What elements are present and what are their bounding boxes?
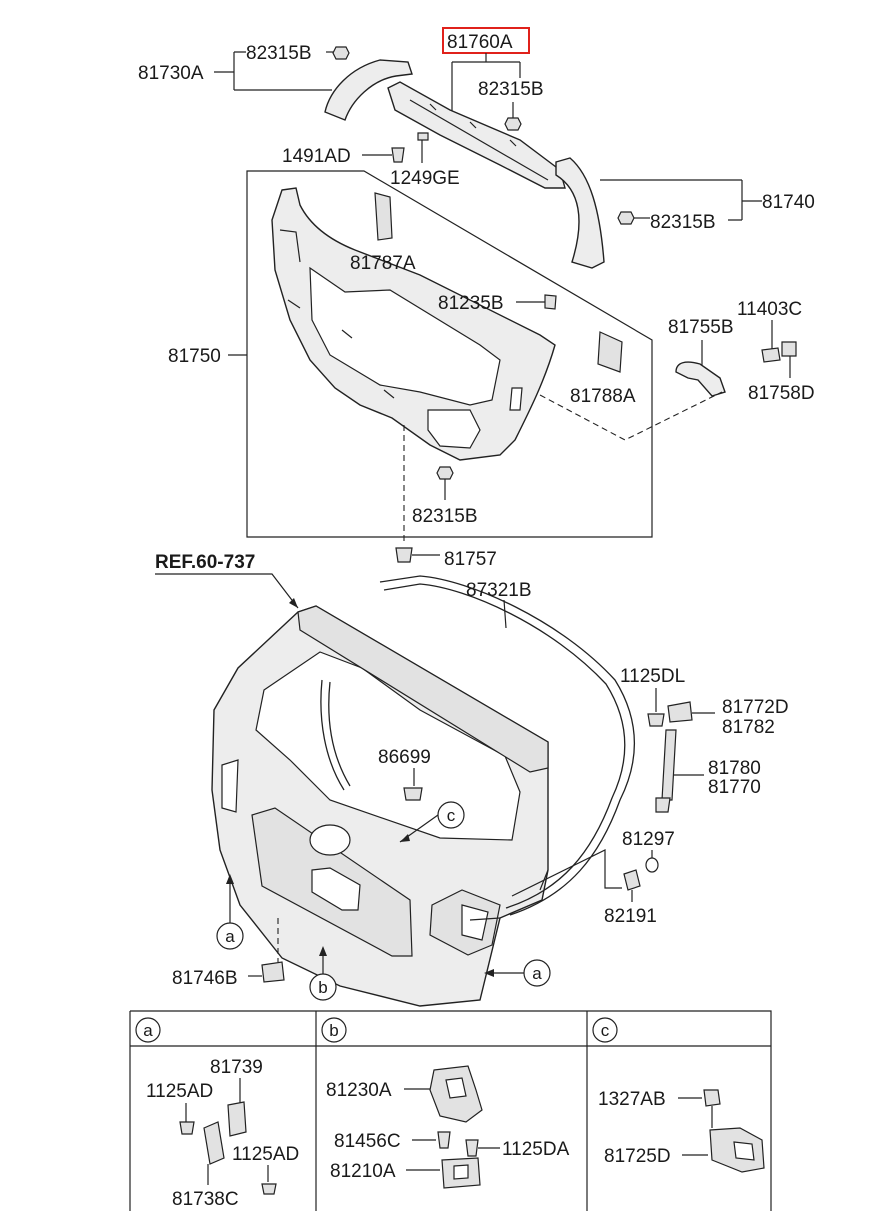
- bolt-81456C: [437, 1131, 451, 1149]
- tailgate-window-opening: [255, 651, 521, 841]
- detail-b-label-1125DA[interactable]: 1125DA: [502, 1139, 570, 1160]
- table-header-a-circle: [135, 1017, 161, 1043]
- part-label-81297[interactable]: 81297: [622, 829, 675, 850]
- part-label-81760A[interactable]: 81760A: [447, 32, 513, 53]
- table-header-c: c: [601, 1021, 610, 1040]
- table-header-a: a: [143, 1021, 153, 1040]
- nut-82315B-1: [332, 46, 350, 60]
- part-label-82315B-lower[interactable]: 82315B: [412, 506, 478, 527]
- part-label-11403C[interactable]: 11403C: [737, 299, 802, 320]
- nut-1327AB: [703, 1089, 721, 1107]
- trim-window-opening: [309, 266, 501, 406]
- detail-c-label-81725D[interactable]: 81725D: [604, 1146, 671, 1167]
- callout-a-label-right: a: [532, 964, 542, 983]
- detail-b-label-81210A[interactable]: 81210A: [330, 1161, 396, 1182]
- badge-recess: [309, 824, 351, 856]
- part-label-81788A[interactable]: 81788A: [570, 386, 636, 407]
- table-header-c-circle: [592, 1017, 618, 1043]
- part-label-81746B[interactable]: 81746B: [172, 968, 238, 989]
- bracket-81787A: [374, 192, 393, 241]
- reference-label[interactable]: REF.60-737: [155, 552, 255, 573]
- screw-11403C: [761, 347, 781, 363]
- detail-a-label-1125AD-1[interactable]: 1125AD: [146, 1081, 213, 1102]
- trim-81730A: [324, 59, 413, 121]
- part-label-81780[interactable]: 81780: [708, 758, 761, 779]
- part-label-81235B[interactable]: 81235B: [438, 293, 504, 314]
- trim-81740: [555, 157, 605, 269]
- callout-b-label: b: [318, 978, 327, 997]
- part-label-82191[interactable]: 82191: [604, 906, 657, 927]
- detail-c-label-1327AB[interactable]: 1327AB: [598, 1089, 666, 1110]
- clip-81757: [395, 547, 413, 563]
- bumper-82191: [623, 869, 641, 891]
- detail-a-label-81738C[interactable]: 81738C: [172, 1189, 239, 1210]
- part-label-81772D[interactable]: 81772D: [722, 697, 789, 718]
- part-label-87321B[interactable]: 87321B: [466, 580, 532, 601]
- callout-a-label-left: a: [225, 927, 235, 946]
- bracket-81739: [227, 1101, 247, 1137]
- nut-82315B-3: [617, 211, 635, 225]
- detail-b-label-81456C[interactable]: 81456C: [334, 1131, 401, 1152]
- grommet-81297: [645, 857, 659, 873]
- part-label-82315B-mid[interactable]: 82315B: [478, 79, 544, 100]
- part-label-1125DL[interactable]: 1125DL: [620, 666, 685, 687]
- clip-1491AD: [391, 147, 405, 163]
- tailgate-top-strip: [297, 605, 549, 773]
- bolt-1125AD-1: [179, 1121, 195, 1135]
- part-label-81750[interactable]: 81750: [168, 346, 221, 367]
- detail-b-label-81230A[interactable]: 81230A: [326, 1080, 392, 1101]
- part-label-1249GE[interactable]: 1249GE: [390, 168, 460, 189]
- part-label-81755B[interactable]: 81755B: [668, 317, 734, 338]
- table-header-b-circle: [321, 1017, 347, 1043]
- bracket-81738C: [203, 1121, 225, 1165]
- trim-81760A: [387, 81, 566, 189]
- part-label-81782[interactable]: 81782: [722, 717, 775, 738]
- part-label-81730A[interactable]: 81730A: [138, 63, 204, 84]
- screw-1249GE: [417, 132, 429, 141]
- gas-strut-81780: [661, 729, 677, 801]
- detail-table-frame: [129, 1010, 772, 1211]
- clip-81746B: [261, 961, 285, 983]
- clip-81235B: [544, 294, 557, 310]
- handle-81755B: [675, 361, 726, 397]
- part-label-1491AD[interactable]: 1491AD: [282, 146, 351, 167]
- part-label-86699[interactable]: 86699: [378, 747, 431, 768]
- nut-82315B-2: [504, 117, 522, 131]
- nut-82315B-4: [436, 466, 454, 480]
- detail-a-label-1125AD-2[interactable]: 1125AD: [232, 1144, 299, 1165]
- pad-81788A: [597, 331, 623, 373]
- bolt-1125AD-2: [261, 1183, 277, 1195]
- assembly-box-81750: [246, 170, 653, 538]
- bolt-86699: [403, 787, 423, 801]
- part-label-81787A[interactable]: 81787A: [350, 253, 416, 274]
- bolt-1125DA: [465, 1139, 479, 1157]
- bolt-1125DL: [647, 713, 665, 727]
- table-header-b: b: [329, 1021, 338, 1040]
- part-label-81757[interactable]: 81757: [444, 549, 497, 570]
- part-label-81740[interactable]: 81740: [762, 192, 815, 213]
- detail-a-label-81739[interactable]: 81739: [210, 1057, 263, 1078]
- part-label-82315B-top[interactable]: 82315B: [246, 43, 312, 64]
- cap-81758D: [781, 341, 797, 357]
- weatherstrip-87321B: [379, 575, 636, 916]
- part-label-82315B-right[interactable]: 82315B: [650, 212, 716, 233]
- bracket-81772D: [667, 701, 693, 723]
- callout-c-label: c: [447, 806, 456, 825]
- part-label-81758D[interactable]: 81758D: [748, 383, 815, 404]
- part-label-81770[interactable]: 81770: [708, 777, 761, 798]
